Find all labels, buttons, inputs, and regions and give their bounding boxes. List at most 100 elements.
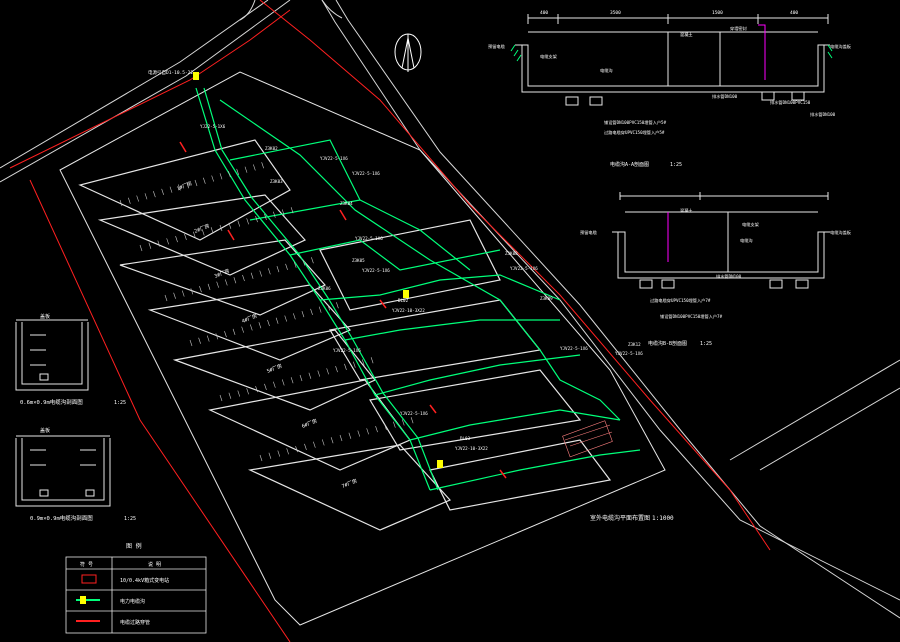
parking-stall	[119, 199, 123, 207]
detail-2-label: 盖板	[40, 427, 50, 434]
parking-stall	[318, 306, 322, 313]
section-label: 过路电缆穿UPVC150埋管入户7#	[650, 297, 711, 304]
cable-tag: YJV22-5-1X6	[362, 268, 390, 273]
parking-stall	[161, 188, 164, 195]
parking-stall	[259, 454, 263, 462]
parking-stall	[258, 322, 262, 329]
cable-tags: YJ22-5-1X6Z3K02YJV22-5-1X6Z3K03YJV22-5-1…	[200, 124, 643, 451]
legend-row-3: 电缆过路穿管	[120, 619, 150, 626]
parking-stall	[290, 207, 294, 214]
lot-outline	[429, 439, 612, 511]
parking-stall	[253, 164, 256, 171]
parking-stall	[241, 326, 244, 333]
section-label: 混凝土	[680, 207, 693, 214]
cable-tag: Z3K06	[318, 286, 331, 291]
parking-stall	[232, 328, 236, 335]
legend-node-icon	[80, 596, 86, 604]
cable-tag: Z3K05	[352, 258, 365, 263]
parking-stall	[175, 236, 178, 243]
cable-tag: YJ22-5-1X6	[200, 124, 226, 129]
transformer-pad	[562, 420, 613, 458]
building-label: 6#厂房	[301, 417, 318, 429]
section-label: 电缆沟	[740, 237, 753, 244]
plan-scale: 1:1000	[652, 515, 674, 522]
plan-title: 室外电缆沟平面布置图	[590, 514, 650, 522]
parking-stall	[237, 220, 241, 227]
crossing-marks	[179, 141, 507, 479]
parking-stall	[237, 390, 241, 397]
parking-stall	[313, 441, 316, 448]
cable-tag: YJV22-10-3X22	[392, 308, 425, 313]
parking-stall	[207, 283, 211, 290]
parking-stall	[219, 224, 223, 232]
parking-stall	[255, 386, 258, 393]
section-label: 预留电缆	[488, 43, 506, 50]
section-label: 铺设管DN100PVC150埋管入户5#	[604, 119, 667, 126]
parking-stall	[139, 244, 143, 252]
parking-stall	[281, 209, 285, 216]
parking-stall	[370, 357, 374, 364]
dim-label: 400	[790, 10, 798, 16]
section-bb-labels: 预留电缆电缆支架混凝土电缆沟电缆沟盖板排水管DN100过路电缆穿UPVC150埋…	[580, 207, 852, 320]
parking-stall	[268, 452, 272, 459]
parking-stall	[259, 270, 263, 277]
section-bb-title: 电缆沟B-B剖面图	[648, 340, 687, 347]
cable-tag: YJV22-5-1X6	[510, 266, 538, 271]
building-label: 2#厂房	[193, 222, 210, 234]
section-label: 预留电缆	[580, 229, 598, 236]
parking-stall	[268, 268, 271, 275]
section-bb	[612, 192, 830, 289]
dim-label: 1500	[712, 10, 723, 16]
building-outline	[97, 194, 306, 276]
cable-tag: YJV22-5-1X6	[352, 171, 380, 176]
cable-tag: YJV22-10-3X22	[455, 446, 488, 451]
building-blocks: 1#厂房2#厂房3#厂房4#厂房5#厂房6#厂房7#厂房	[78, 139, 612, 531]
parking-stall	[153, 191, 156, 198]
section-aa	[510, 14, 833, 106]
property-line-3	[29, 179, 291, 642]
parking-stall	[321, 439, 325, 446]
cable-tag: Z3K12	[628, 342, 641, 347]
detail-trench-0-6	[15, 319, 89, 391]
parking-stall	[273, 211, 276, 218]
property-line	[9, 9, 291, 169]
cable-tag: YJV22-5-1X6	[355, 236, 383, 241]
parking-stall	[410, 417, 414, 424]
cable-tag: Z3K09	[540, 296, 553, 301]
parking-stall	[401, 419, 405, 426]
parking-stall	[326, 368, 329, 375]
parking-stall	[242, 274, 245, 282]
parking-stall	[308, 372, 312, 379]
parking-stall	[264, 383, 267, 390]
parking-stall	[384, 423, 387, 430]
detail-2-scale: 1:25	[124, 516, 136, 522]
parking-stall	[276, 266, 280, 273]
lot-outline	[329, 299, 542, 381]
building-label: 4#厂房	[241, 312, 258, 324]
parking-stall	[344, 363, 347, 370]
parking-stall	[236, 168, 239, 175]
parking-stall	[255, 216, 258, 223]
parking-stall	[302, 259, 306, 266]
parking-stall	[336, 302, 339, 309]
parking-stall	[228, 392, 232, 399]
detail-1-label: 盖板	[40, 313, 50, 320]
parking-stall	[186, 182, 189, 189]
parking-stall	[206, 335, 210, 342]
parking-stall	[366, 428, 369, 435]
parking-stall	[285, 263, 288, 270]
building-label: 7#厂房	[341, 477, 358, 489]
property-line-2	[259, 0, 771, 551]
section-label: 电缆支架	[742, 221, 759, 228]
dim-label: 400	[540, 10, 548, 16]
legend-title: 图 例	[126, 542, 142, 550]
section-aa-scale: 1:25	[670, 162, 682, 168]
section-label: 排水管DN100	[810, 111, 836, 118]
parking-stall	[233, 277, 237, 284]
parking-stall	[189, 339, 193, 347]
cable-tag: YJV22-5-1X6	[615, 351, 643, 356]
parking-stall	[164, 294, 168, 302]
parking-stall	[228, 222, 232, 229]
north-arrow-icon	[394, 33, 422, 72]
